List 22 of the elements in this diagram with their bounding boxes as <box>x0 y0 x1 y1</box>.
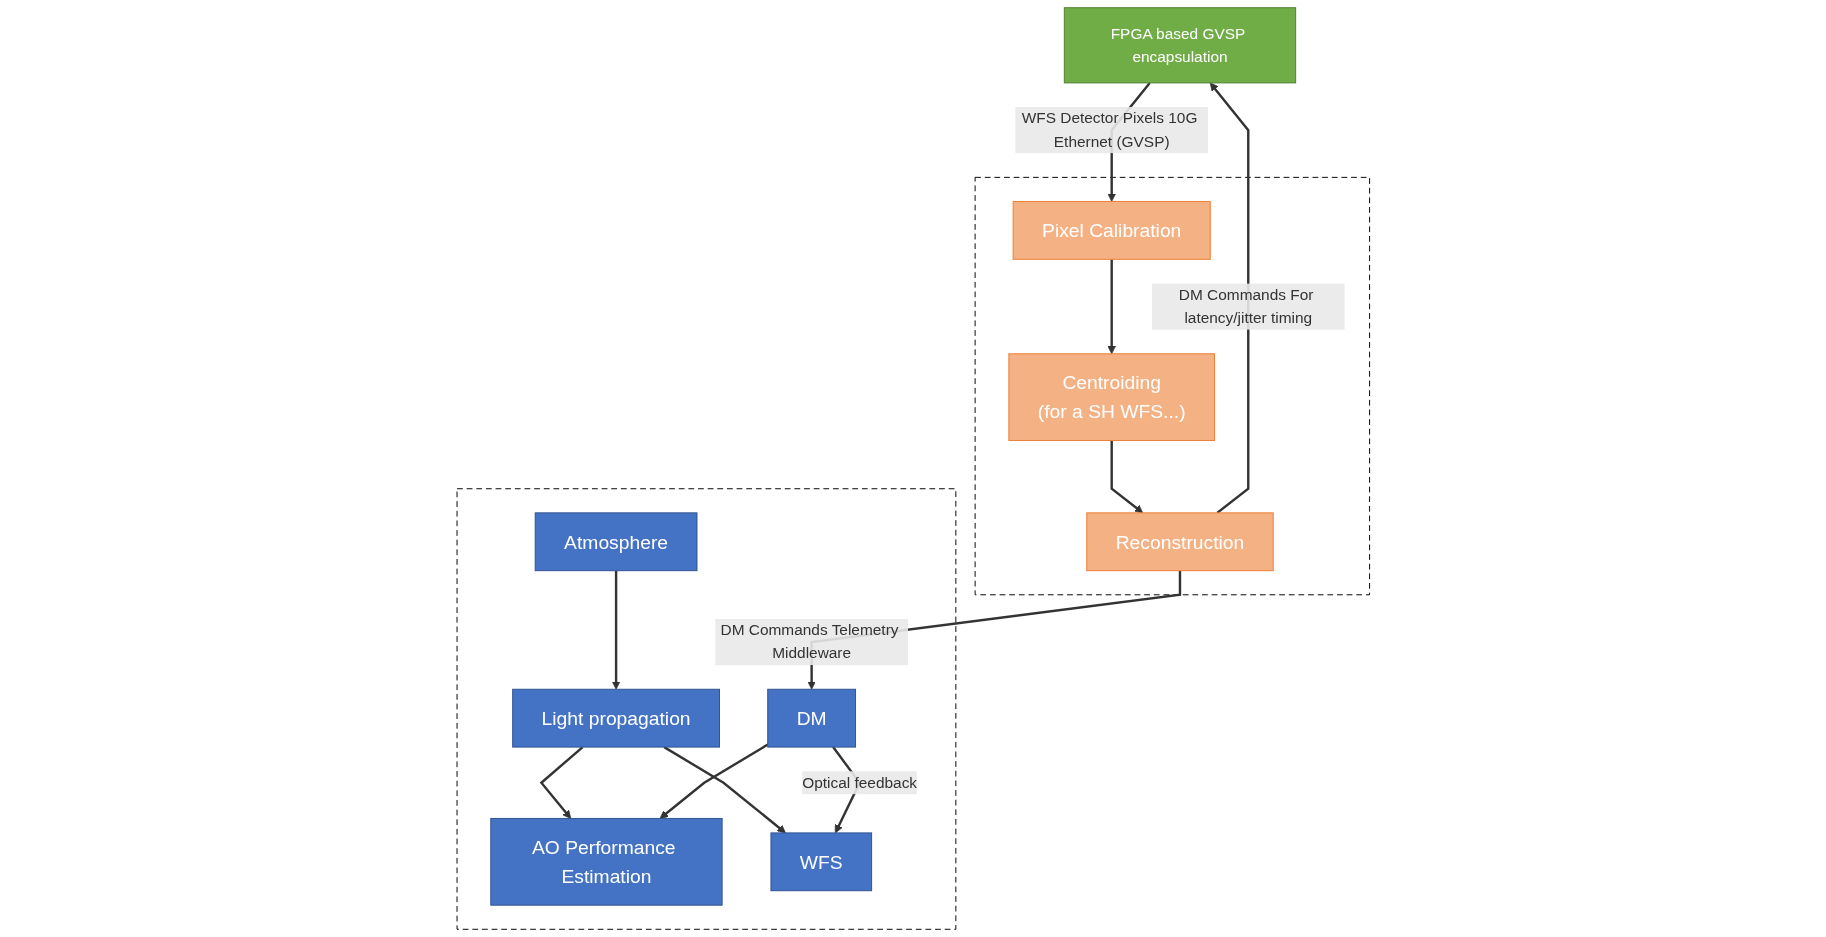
node-box: WFS <box>770 832 872 892</box>
arrow <box>1110 440 1143 514</box>
edge-label: DM Commands For latency/jitter timing <box>1178 286 1314 326</box>
cluster <box>974 176 1370 596</box>
node-box: AO Performance Estimation <box>490 817 723 906</box>
node-box: Atmosphere <box>534 512 698 572</box>
node-box: Centroiding (for a SH WFS...) <box>1008 353 1215 442</box>
node-box: Light propagation <box>511 688 720 748</box>
cluster <box>456 488 956 930</box>
edge-label: DM Commands Telemetry Middleware <box>720 621 899 662</box>
node-box: Pixel Calibration <box>1012 201 1211 260</box>
arrow <box>659 743 769 819</box>
arrow <box>663 746 786 834</box>
node-box: DM <box>766 688 856 748</box>
edge-label: Optical feedback <box>801 774 917 791</box>
arrow <box>1209 82 1250 514</box>
arrow <box>1107 259 1116 355</box>
edge-label: WFS Detector Pixels 10G Ethernet (GVSP) <box>1021 109 1198 150</box>
node-box: FPGA based GVSP encapsulation <box>1063 7 1296 84</box>
arrow <box>539 746 584 819</box>
node-box: Reconstruction <box>1085 512 1274 572</box>
arrow <box>611 570 621 690</box>
